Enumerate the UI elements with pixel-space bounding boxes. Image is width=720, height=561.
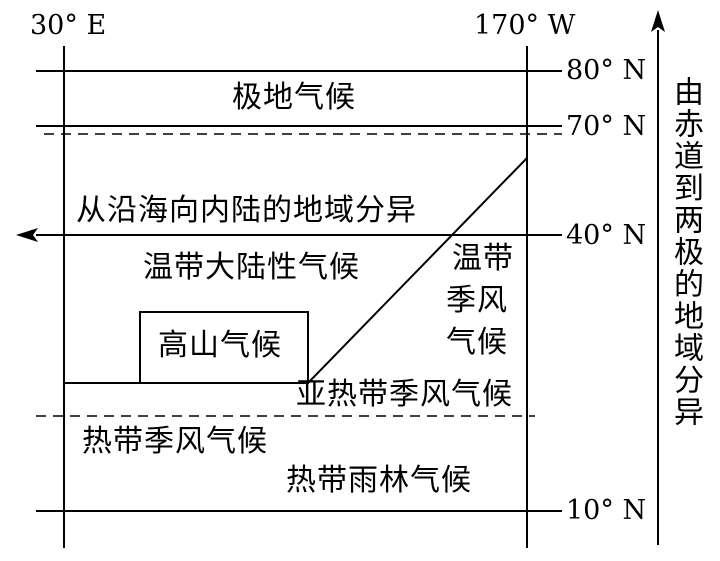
axis-label-coastal-inland: 从沿海向内陆的地域分异 xyxy=(76,193,417,228)
longitude-label-170w: 170° W xyxy=(474,10,576,41)
left-arrowhead-icon xyxy=(16,228,38,242)
latitude-label-10n: 10° N xyxy=(566,495,647,526)
zone-tropical-rainforest: 热带雨林气候 xyxy=(286,463,472,498)
latitude-label-70n: 70° N xyxy=(566,111,647,142)
zone-polar-climate: 极地气候 xyxy=(232,80,356,115)
zone-temperate-continental: 温带大陆性气候 xyxy=(143,250,360,285)
monsoon-diagonal-boundary xyxy=(307,157,528,384)
latitude-label-80n: 80° N xyxy=(566,55,647,86)
longitude-label-30e: 30° E xyxy=(30,10,107,41)
zone-temperate-monsoon-line3: 气候 xyxy=(446,325,508,360)
zone-tropical-monsoon: 热带季风气候 xyxy=(82,424,268,459)
axis-label-equator-poles: 由赤道到两极的地域分异 xyxy=(668,76,703,428)
zone-highland-climate: 高山气候 xyxy=(158,328,282,363)
zone-temperate-monsoon-line1: 温带 xyxy=(452,241,514,276)
zone-subtropical-monsoon: 亚热带季风气候 xyxy=(296,377,513,412)
latitude-label-40n: 40° N xyxy=(566,220,647,251)
zone-temperate-monsoon-line2: 季风 xyxy=(446,283,508,318)
up-arrowhead-icon xyxy=(651,10,665,32)
